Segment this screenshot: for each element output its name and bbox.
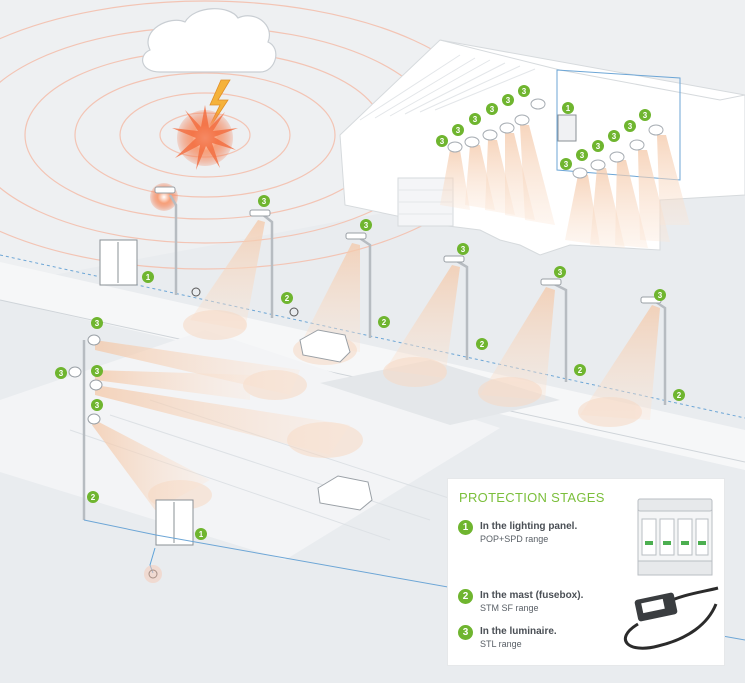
protection-stages-panel: PROTECTION STAGES 1 In the lighting pane… (447, 478, 725, 666)
svg-text:3: 3 (522, 87, 527, 96)
svg-text:3: 3 (558, 268, 563, 277)
svg-text:2: 2 (480, 340, 485, 349)
panel-title: PROTECTION STAGES (459, 490, 605, 505)
svg-text:3: 3 (490, 105, 495, 114)
svg-text:2: 2 (91, 493, 96, 502)
fusebox-device-icon (624, 586, 719, 650)
legend-item-title: In the luminaire. (480, 626, 557, 637)
svg-text:2: 2 (677, 391, 682, 400)
svg-text:3: 3 (473, 115, 478, 124)
protection-markers (55, 85, 685, 540)
svg-text:3: 3 (643, 111, 648, 120)
svg-text:2: 2 (578, 366, 583, 375)
legend-item-title: In the mast (fusebox). (480, 590, 584, 601)
svg-text:3: 3 (262, 197, 267, 206)
svg-text:3: 3 (628, 122, 633, 131)
svg-text:3: 3 (456, 126, 461, 135)
svg-text:1: 1 (146, 273, 151, 282)
svg-text:2: 2 (382, 318, 387, 327)
legend-item-subtitle: STL range (480, 639, 522, 649)
badge-stage-1: 1 (458, 520, 473, 535)
parking-beams (92, 340, 350, 510)
svg-text:3: 3 (364, 221, 369, 230)
svg-text:3: 3 (461, 245, 466, 254)
svg-text:3: 3 (95, 367, 100, 376)
svg-text:3: 3 (506, 96, 511, 105)
svg-text:2: 2 (285, 294, 290, 303)
badge-stage-2: 2 (458, 589, 473, 604)
street-beams (190, 220, 660, 420)
ground-rod-icon (144, 287, 299, 583)
surge-protector-icon (637, 498, 713, 576)
cloud-icon (142, 8, 277, 73)
svg-text:3: 3 (95, 319, 100, 328)
marker-labels: 1 1 1 2 2 2 2 2 2 3 3 3 3 3 3 3 3 3 3 3 3 3 3 3 3 3 3 3 3 3 (59, 87, 682, 539)
sidewalk-block (320, 360, 560, 425)
car-icon (299, 329, 373, 511)
road (0, 262, 745, 470)
warehouse-beams (440, 125, 690, 248)
svg-text:3: 3 (440, 137, 445, 146)
lamp-heads (68, 186, 662, 425)
legend-item-subtitle: POP+SPD range (480, 534, 549, 544)
svg-text:3: 3 (564, 160, 569, 169)
svg-text:3: 3 (59, 369, 64, 378)
warehouse-lamps (447, 98, 664, 179)
legend-item-subtitle: STM SF range (480, 603, 539, 613)
cabinet-icon (99, 239, 194, 546)
legend-item-title: In the lighting panel. (480, 521, 578, 532)
svg-text:3: 3 (612, 132, 617, 141)
svg-text:3: 3 (658, 291, 663, 300)
svg-text:1: 1 (566, 104, 571, 113)
svg-text:3: 3 (596, 142, 601, 151)
badge-stage-3: 3 (458, 625, 473, 640)
lightning-burst (172, 105, 238, 170)
svg-text:1: 1 (199, 530, 204, 539)
svg-text:3: 3 (580, 151, 585, 160)
svg-text:3: 3 (95, 401, 100, 410)
